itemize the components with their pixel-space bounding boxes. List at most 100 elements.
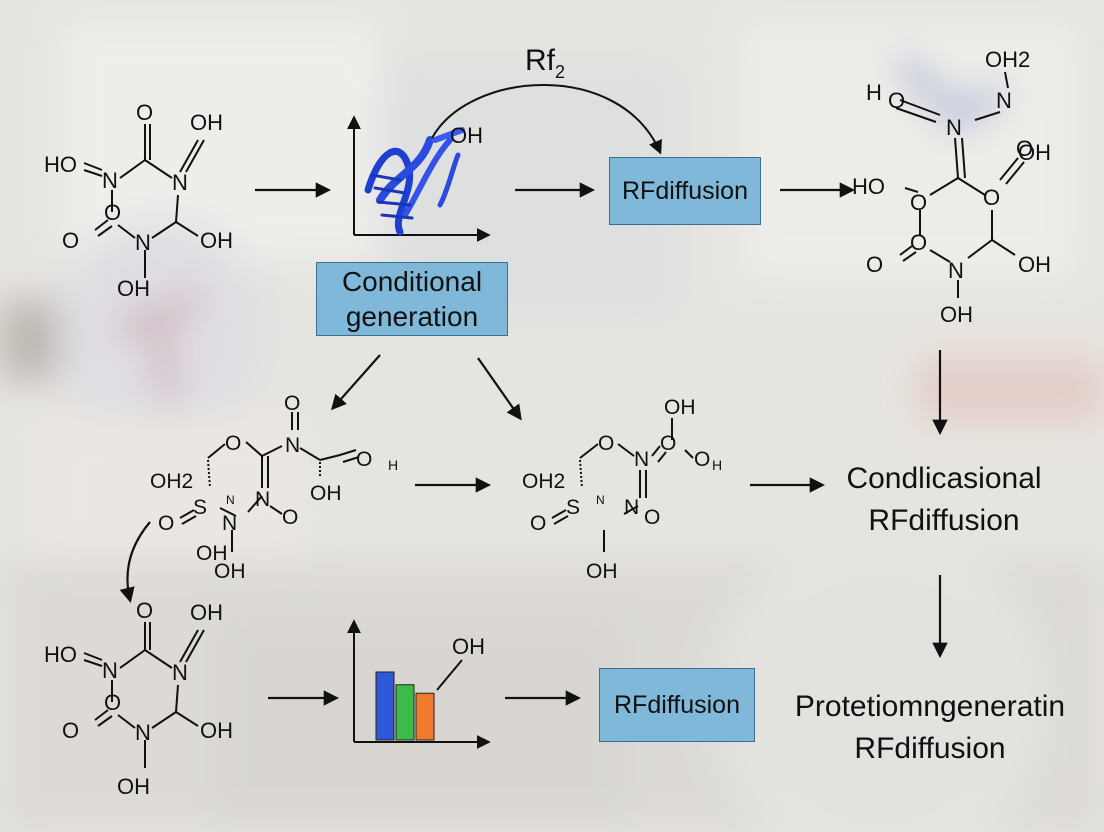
svg-text:N: N: [624, 496, 639, 519]
svg-text:OH: OH: [1018, 140, 1051, 165]
svg-text:OH: OH: [664, 396, 696, 419]
svg-text:H: H: [712, 457, 722, 473]
svg-text:N: N: [948, 258, 964, 283]
svg-text:HO: HO: [44, 152, 77, 177]
molecule-top-right-labels: OH2 N H O N O OH HO O O O N OH OH: [852, 47, 1051, 327]
svg-text:OH2: OH2: [985, 47, 1030, 72]
svg-text:O: O: [136, 598, 153, 623]
svg-text:O: O: [644, 506, 660, 529]
conditional-generation-arrows: [330, 354, 522, 421]
svg-text:O: O: [1016, 136, 1033, 161]
rfdiffusion-top-box: RFdiffusion: [609, 157, 761, 225]
svg-text:O: O: [983, 185, 1000, 210]
svg-text:O: O: [910, 190, 927, 215]
svg-text:N: N: [285, 434, 300, 457]
svg-text:O: O: [104, 690, 121, 715]
svg-text:O: O: [694, 448, 710, 471]
bar-plot-oh-bond: [436, 659, 463, 691]
svg-text:OH2: OH2: [150, 470, 193, 493]
svg-text:OH: OH: [586, 560, 618, 583]
svg-text:O: O: [225, 432, 241, 455]
svg-text:OH2: OH2: [522, 470, 565, 493]
svg-text:O: O: [888, 88, 905, 113]
svg-text:O: O: [356, 448, 372, 471]
svg-text:N: N: [222, 512, 237, 535]
svg-text:N: N: [135, 230, 151, 255]
svg-text:O: O: [282, 506, 298, 529]
svg-text:OH: OH: [117, 276, 150, 301]
svg-text:O: O: [284, 392, 300, 415]
svg-text:N: N: [996, 88, 1012, 113]
protein-generation-line1: Protetiomngeneratin: [794, 690, 1066, 723]
svg-text:H: H: [866, 80, 882, 105]
rf2-curved-arrow: [431, 84, 662, 155]
svg-text:OH: OH: [117, 774, 150, 799]
svg-text:OH: OH: [200, 718, 233, 743]
ring-top-right-o-left: O: [866, 252, 883, 277]
molecule-chain-middle-center: [551, 418, 694, 552]
bar-1: [375, 671, 395, 741]
conditional-generation-label-line2: generation: [345, 301, 479, 332]
plot-bottom-oh-label: OH: [452, 634, 485, 659]
svg-text:N: N: [102, 168, 118, 193]
svg-text:OH: OH: [190, 110, 223, 135]
svg-text:N: N: [172, 170, 188, 195]
svg-text:N: N: [226, 493, 235, 507]
bar-2: [395, 684, 415, 741]
molecule-ring-bottom-left-labels: HO N O O N OH O N OH OH: [44, 598, 233, 799]
svg-text:S: S: [566, 496, 580, 519]
protein-ribbon-icon: [364, 127, 465, 236]
svg-text:O: O: [910, 230, 927, 255]
bar-plot-axes: [347, 619, 491, 749]
condlicasional-rfdiffusion-label: Condlicasional RFdiffusion: [826, 458, 1062, 542]
svg-text:O: O: [598, 432, 614, 455]
bar-3: [415, 692, 435, 741]
svg-text:O: O: [136, 100, 153, 125]
svg-text:N: N: [255, 488, 270, 511]
molecule-top-right: [895, 71, 1025, 298]
svg-text:O: O: [62, 718, 79, 743]
svg-text:S: S: [193, 496, 207, 519]
svg-text:O: O: [530, 512, 546, 535]
svg-text:H: H: [388, 457, 398, 473]
protein-generation-line2: RFdiffusion: [854, 732, 1006, 765]
svg-text:O: O: [62, 228, 79, 253]
svg-text:OH: OH: [214, 560, 246, 583]
svg-text:O: O: [660, 432, 676, 455]
conditional-generation-box: Conditional generation: [316, 262, 508, 336]
protein-plot-axes: [347, 115, 491, 242]
svg-text:OH: OH: [200, 228, 233, 253]
condlicasional-line1: Condlicasional: [846, 462, 1042, 495]
molecule-chain-middle-left: [179, 412, 360, 552]
molecule-ring-top-left-labels: HO N O O N OH O N OH OH: [44, 100, 233, 301]
rfdiffusion-bottom-box: RFdiffusion: [599, 668, 755, 742]
rfdiffusion-top-label: RFdiffusion: [622, 176, 748, 205]
molecule-chain-middle-left-labels: O N O O OH OH OH2 S N N O O OH H N: [150, 392, 398, 583]
svg-text:N: N: [135, 720, 151, 745]
svg-text:OH: OH: [190, 600, 223, 625]
middle-row-arrows: [119, 477, 826, 603]
svg-text:OH: OH: [196, 542, 228, 565]
svg-text:N: N: [634, 448, 649, 471]
svg-text:N: N: [102, 658, 118, 683]
svg-text:O: O: [104, 200, 121, 225]
svg-text:HO: HO: [852, 174, 885, 199]
rf2-label: Rf2: [525, 44, 565, 82]
plot-top-oh-label: OH: [450, 123, 483, 148]
bar-chart-bars: [375, 671, 435, 741]
molecule-ring-top-left: [83, 124, 205, 278]
molecule-ring-bottom-left: [83, 622, 205, 768]
svg-text:OH: OH: [940, 302, 973, 327]
protein-generation-label: Protetiomngeneratin RFdiffusion: [772, 686, 1088, 770]
svg-text:N: N: [596, 493, 605, 507]
conditional-generation-label-line1: Conditional: [341, 266, 483, 297]
svg-text:OH: OH: [310, 482, 342, 505]
molecule-chain-middle-center-labels: OH N O O OH2 S N N O O OH O H: [522, 396, 722, 583]
svg-text:N: N: [172, 660, 188, 685]
svg-text:OH: OH: [1018, 252, 1051, 277]
svg-text:HO: HO: [44, 642, 77, 667]
svg-text:N: N: [946, 115, 962, 140]
condlicasional-line2: RFdiffusion: [868, 504, 1020, 537]
